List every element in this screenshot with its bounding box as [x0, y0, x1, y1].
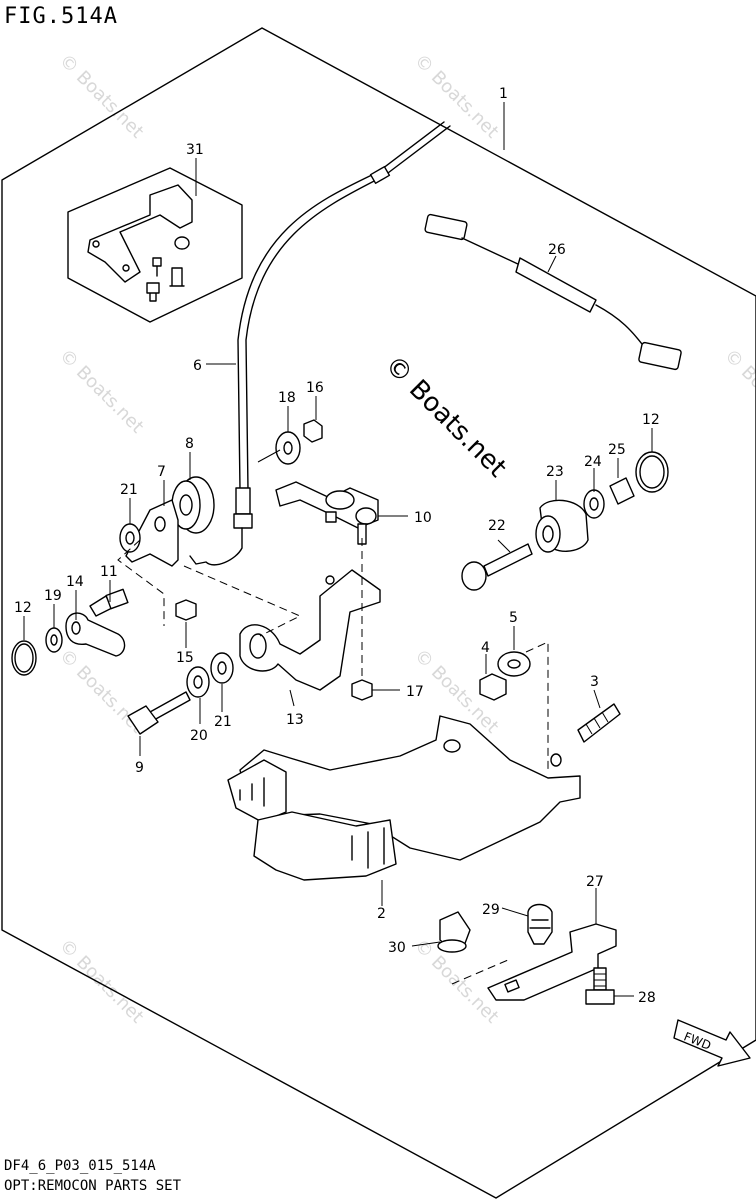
pin-11	[89, 588, 129, 617]
part-label-24: 24	[584, 454, 602, 470]
washer-18	[275, 431, 301, 465]
part-label-13: 13	[286, 712, 304, 728]
washer-24	[583, 489, 605, 519]
part-label-15: 15	[176, 650, 194, 666]
ring-12-right	[635, 451, 669, 493]
bolt-9	[127, 691, 191, 735]
part-label-31: 31	[186, 142, 204, 158]
part-label-28: 28	[638, 990, 656, 1006]
washer-21-lower	[210, 652, 234, 684]
plate-27	[487, 923, 617, 1001]
part-label-5: 5	[509, 610, 518, 626]
part-label-19: 19	[44, 588, 62, 604]
part-label-2: 2	[377, 906, 386, 922]
part-label-12-right: 12	[642, 412, 660, 428]
nut-17	[351, 679, 373, 701]
part-label-12-left: 12	[14, 600, 32, 616]
bracket-7	[125, 499, 179, 567]
part-label-26: 26	[548, 242, 566, 258]
bolt-22	[461, 543, 533, 591]
part-label-11: 11	[100, 564, 118, 580]
part-label-21-lower: 21	[214, 714, 232, 730]
fwd-arrow: FWD	[673, 1019, 751, 1067]
stud-3	[577, 703, 621, 743]
kit-outline	[1, 27, 756, 1199]
bolt-28	[585, 967, 615, 1005]
part-label-9: 9	[135, 760, 144, 776]
nut-15	[175, 599, 197, 621]
part-label-14: 14	[66, 574, 84, 590]
figure-code: DF4_6_P03_015_514A	[4, 1158, 156, 1174]
bracket-2	[227, 715, 581, 881]
washer-5	[497, 651, 531, 677]
inset-box	[67, 167, 243, 323]
part-label-6: 6	[193, 358, 202, 374]
part-label-25: 25	[608, 442, 626, 458]
nut-16	[303, 419, 323, 443]
leader-lines	[23, 102, 653, 997]
part-label-17: 17	[406, 684, 424, 700]
part-label-7: 7	[157, 464, 166, 480]
clip-29	[527, 903, 553, 945]
clip-30	[437, 911, 471, 953]
part-label-1: 1	[499, 86, 508, 102]
grommet-8	[171, 476, 215, 534]
part-label-30: 30	[388, 940, 406, 956]
part-label-8: 8	[185, 436, 194, 452]
ring-12-left	[11, 640, 37, 676]
figure-title: FIG.514A	[4, 4, 118, 29]
part-label-18: 18	[278, 390, 296, 406]
figure-name: OPT:REMOCON PARTS SET	[4, 1178, 182, 1194]
part-label-10: 10	[414, 510, 432, 526]
link-14	[65, 612, 126, 657]
part-label-29: 29	[482, 902, 500, 918]
bracket-31	[87, 184, 193, 302]
cord-26	[424, 213, 682, 371]
bush-25	[609, 477, 635, 505]
bracket-10	[275, 481, 379, 545]
washer-21	[119, 523, 141, 553]
part-label-22: 22	[488, 518, 506, 534]
nut-4	[479, 673, 507, 701]
cable-6	[189, 121, 451, 566]
part-label-27: 27	[586, 874, 604, 890]
lever-13	[239, 569, 381, 691]
part-label-21-upper: 21	[120, 482, 138, 498]
part-label-3: 3	[590, 674, 599, 690]
washer-20	[186, 666, 210, 698]
part-label-23: 23	[546, 464, 564, 480]
washer-19	[45, 627, 63, 653]
part-label-4: 4	[481, 640, 490, 656]
part-label-20: 20	[190, 728, 208, 744]
collar-23	[535, 499, 589, 553]
part-label-16: 16	[306, 380, 324, 396]
